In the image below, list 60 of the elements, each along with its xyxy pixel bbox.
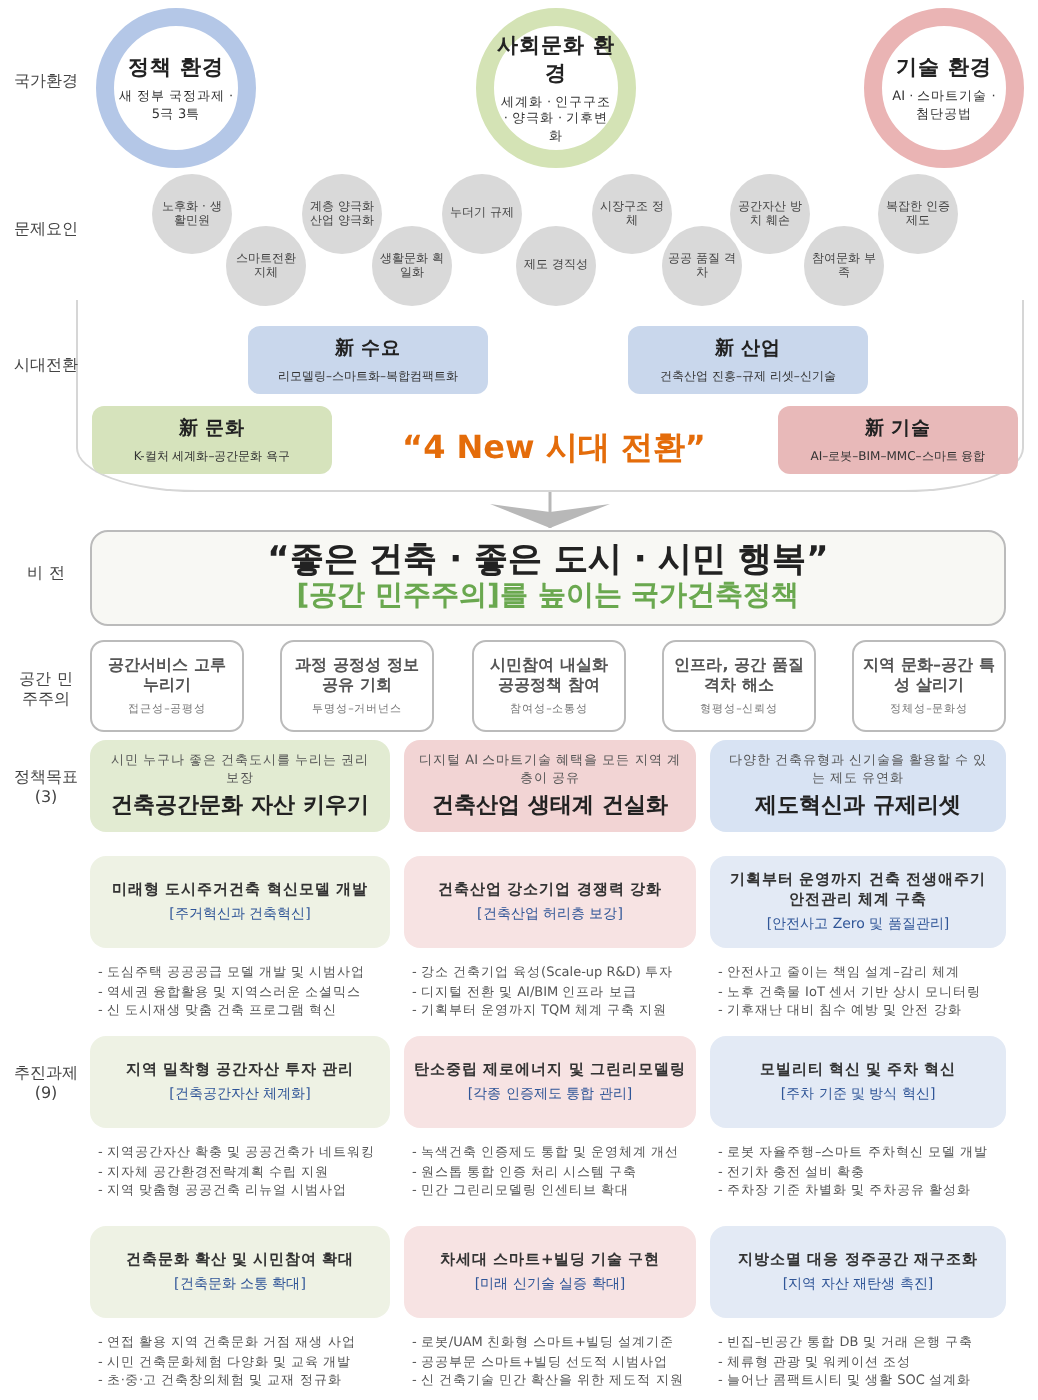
value-box (280, 640, 434, 732)
trend-box (628, 326, 868, 394)
trend-box (92, 406, 332, 474)
task-box (710, 1226, 1006, 1318)
trend-box (778, 406, 1018, 474)
row-label: 시대전환 (12, 356, 80, 376)
task-box (404, 1036, 696, 1128)
problem-circle (730, 174, 810, 254)
box-title: 과정 공정성 정보 공유 기회 (293, 656, 421, 696)
box-title: 시민참여 내실화 공공정책 참여 (488, 656, 610, 696)
value-box (852, 640, 1006, 732)
box-title: 공간서비스 고루 누리기 (106, 656, 228, 696)
row-label: 정책목표 (3) (12, 768, 80, 808)
transition-band (76, 300, 1024, 492)
goal-title: 제도혁신과 규제리셋 (755, 789, 961, 820)
goal-title: 건축공간문화 자산 키우기 (111, 789, 369, 820)
vision-subtitle: [공간 민주주의]를 높이는 국가건축정책 (296, 580, 800, 615)
problem-circle (226, 226, 306, 306)
value-box (662, 640, 816, 732)
problem-circle (442, 174, 522, 254)
vision-box (90, 530, 1006, 626)
row-label: 비 전 (25, 564, 67, 584)
trend-box (248, 326, 488, 394)
problem-circle (152, 174, 232, 254)
problem-circle (804, 226, 884, 306)
task-box (710, 856, 1006, 948)
box-title: 新 산업 (714, 335, 782, 361)
problem-circle (372, 226, 452, 306)
problem-circle (516, 226, 596, 306)
task-box (90, 856, 390, 948)
problem-circle (302, 174, 382, 254)
value-box (472, 640, 626, 732)
row-label: 국가환경 (12, 72, 80, 92)
task-box (710, 1036, 1006, 1128)
task-box (90, 1226, 390, 1318)
row-label: 추진과제 (9) (12, 1064, 80, 1104)
circle-title: 정책 환경 (128, 54, 224, 83)
row-label: 공간 민주주의 (17, 670, 75, 710)
value-box (90, 640, 244, 732)
box-title: 인프라, 공간 품질 격차 해소 (672, 656, 806, 696)
task-box (404, 1226, 696, 1318)
goal-box (404, 740, 696, 832)
circle-title: 사회문화 환경 (495, 31, 617, 88)
problem-circle (662, 226, 742, 306)
goal-box (90, 740, 390, 832)
arrow (490, 492, 610, 528)
box-title: 지역 문화–공간 특성 살리기 (861, 656, 997, 696)
goal-box (710, 740, 1006, 832)
goal-title: 건축산업 생태계 건실화 (432, 789, 668, 820)
task-box (90, 1036, 390, 1128)
box-title: 新 수요 (334, 335, 402, 361)
box-title: 新 문화 (178, 415, 246, 441)
box-title: 新 기술 (864, 415, 932, 441)
band-title: “4 New 시대 전환” (400, 428, 708, 470)
problem-circle (878, 174, 958, 254)
vision-title: “좋은 건축 · 좋은 도시 · 시민 행복” (267, 541, 829, 581)
circle-title: 기술 환경 (896, 54, 992, 83)
task-box (404, 856, 696, 948)
row-label: 문제요인 (12, 220, 80, 240)
problem-circle (592, 174, 672, 254)
